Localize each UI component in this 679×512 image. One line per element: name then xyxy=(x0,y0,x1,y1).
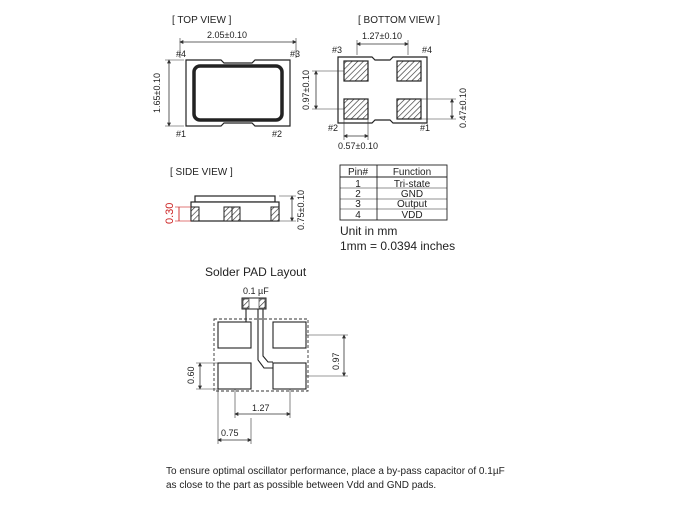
solder-pad-4 xyxy=(272,321,307,349)
conversion-line: 1mm = 0.0394 inches xyxy=(340,239,455,253)
bottom-view-pad-w-dim: 0.57±0.10 xyxy=(338,141,378,151)
bypass-capacitor xyxy=(241,297,267,310)
pin-table: Pin# Function 1 Tri-state 2 GND 3 Output… xyxy=(339,164,448,221)
bottom-pad-4 xyxy=(396,60,422,82)
solder-pad-title: Solder PAD Layout xyxy=(205,265,307,279)
bottom-pad-2 xyxy=(343,98,369,120)
solder-pad-pitch-x-dim: 1.27 xyxy=(252,403,270,413)
side-view: [ SIDE VIEW ] 0.30 0.75±0.10 xyxy=(164,167,306,230)
pin-table-row1-pin: 1 xyxy=(355,179,361,190)
capacitor-trace-vdd xyxy=(257,309,273,369)
pin-table-header-pin: Pin# xyxy=(348,167,368,178)
side-view-lid xyxy=(194,195,276,203)
solder-pad-pad-w-dim: 0.75 xyxy=(221,428,239,438)
bottom-view-pin2-label: #2 xyxy=(328,123,338,133)
top-view-pin3-label: #3 xyxy=(290,49,300,59)
side-view-pad-left xyxy=(190,206,200,222)
solder-pad-package-outline xyxy=(213,318,309,392)
side-view-pad-thickness-dim: 0.30 xyxy=(164,203,176,224)
top-view-width-dim: 2.05±0.10 xyxy=(207,30,247,40)
solder-pad-2 xyxy=(217,362,252,390)
top-view-height-dim: 1.65±0.10 xyxy=(152,73,162,113)
side-view-height-dim: 0.75±0.10 xyxy=(296,190,306,230)
solder-pad-pitch-y-dim: 0.97 xyxy=(331,352,341,370)
unit-line: Unit in mm xyxy=(340,224,397,238)
bottom-view-pin4-label: #4 xyxy=(422,45,432,55)
pin-table-header-function: Function xyxy=(393,167,431,178)
side-view-title: [ SIDE VIEW ] xyxy=(170,167,233,178)
bypass-capacitor-note: To ensure optimal oscillator performance… xyxy=(166,465,646,493)
capacitor-label: 0.1 µF xyxy=(243,286,269,296)
pin-table-row3-function: Output xyxy=(397,199,427,210)
top-view-title: [ TOP VIEW ] xyxy=(172,15,232,26)
bottom-pad-1 xyxy=(396,98,422,120)
bottom-view: [ BOTTOM VIEW ] 1.27±0.10 0.97±0.10 0.47… xyxy=(301,15,468,151)
top-view: [ TOP VIEW ] 2.05±0.10 1.65±0.10 #4 #3 #… xyxy=(152,15,300,139)
solder-pad-layout: Solder PAD Layout 0.1 µF 0.97 0.60 1.27 xyxy=(186,265,348,444)
pin-table-row2-pin: 2 xyxy=(355,189,361,200)
top-view-pin4-label: #4 xyxy=(176,49,186,59)
side-view-pad-mid-right xyxy=(231,206,241,222)
bottom-view-pitch-y-dim: 0.97±0.10 xyxy=(301,70,311,110)
side-view-pad-right xyxy=(270,206,280,222)
pin-table-row2-function: GND xyxy=(401,189,423,200)
bottom-view-pin1-label: #1 xyxy=(420,123,430,133)
bottom-pad-3 xyxy=(343,60,369,82)
pin-table-row3-pin: 3 xyxy=(355,199,361,210)
pin-table-row4-pin: 4 xyxy=(355,210,361,221)
bottom-view-pin3-label: #3 xyxy=(332,45,342,55)
solder-pad-pad-h-dim: 0.60 xyxy=(186,366,196,384)
top-view-pin1-label: #1 xyxy=(176,129,186,139)
side-view-pad-mid-left xyxy=(223,206,233,222)
solder-pad-1 xyxy=(272,362,307,390)
bottom-view-pitch-x-dim: 1.27±0.10 xyxy=(362,31,402,41)
top-view-pin2-label: #2 xyxy=(272,129,282,139)
pin-table-row4-function: VDD xyxy=(401,210,422,221)
bottom-view-pad-h-dim: 0.47±0.10 xyxy=(458,88,468,128)
note-line-1: To ensure optimal oscillator performance… xyxy=(166,466,505,477)
note-line-2: as close to the part as possible between… xyxy=(166,480,437,491)
top-view-lid xyxy=(192,64,284,122)
solder-pad-3 xyxy=(217,321,252,349)
bottom-view-title: [ BOTTOM VIEW ] xyxy=(358,15,440,26)
pin-table-row1-function: Tri-state xyxy=(394,179,431,190)
